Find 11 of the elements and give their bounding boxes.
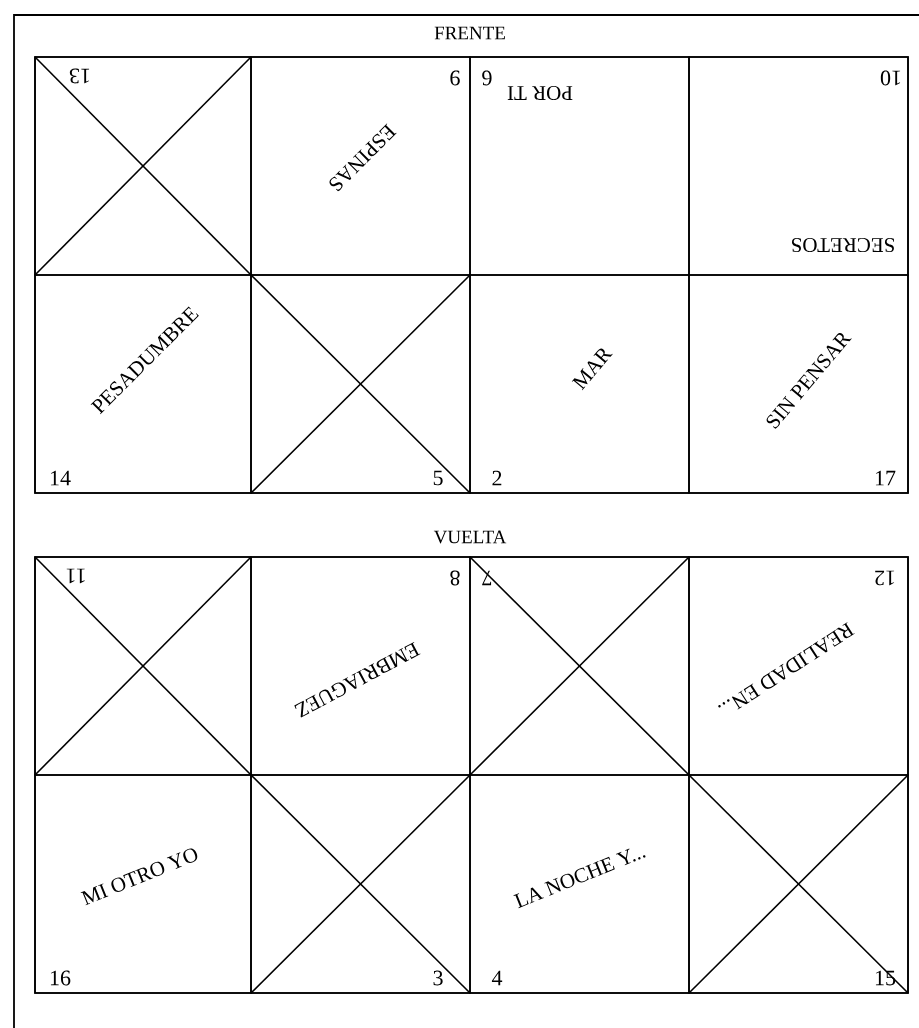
node-label: VUELTA bbox=[433, 530, 507, 544]
crossed-out-page: 7 bbox=[469, 556, 690, 776]
crossed-out-page: 5 bbox=[250, 274, 471, 494]
crossed-out-page: 15 bbox=[688, 774, 909, 994]
crossed-out-page: 13 bbox=[34, 56, 252, 276]
page-cell: 10 SECRETOS bbox=[688, 56, 909, 276]
crossed-out-page: 3 bbox=[250, 774, 471, 994]
page-cell: 16 MI OTRO YO bbox=[34, 774, 252, 994]
crossed-out-page: 11 bbox=[34, 556, 252, 776]
node-label: FRENTE bbox=[434, 26, 505, 40]
page-cell: 6 POR TI bbox=[469, 56, 690, 276]
